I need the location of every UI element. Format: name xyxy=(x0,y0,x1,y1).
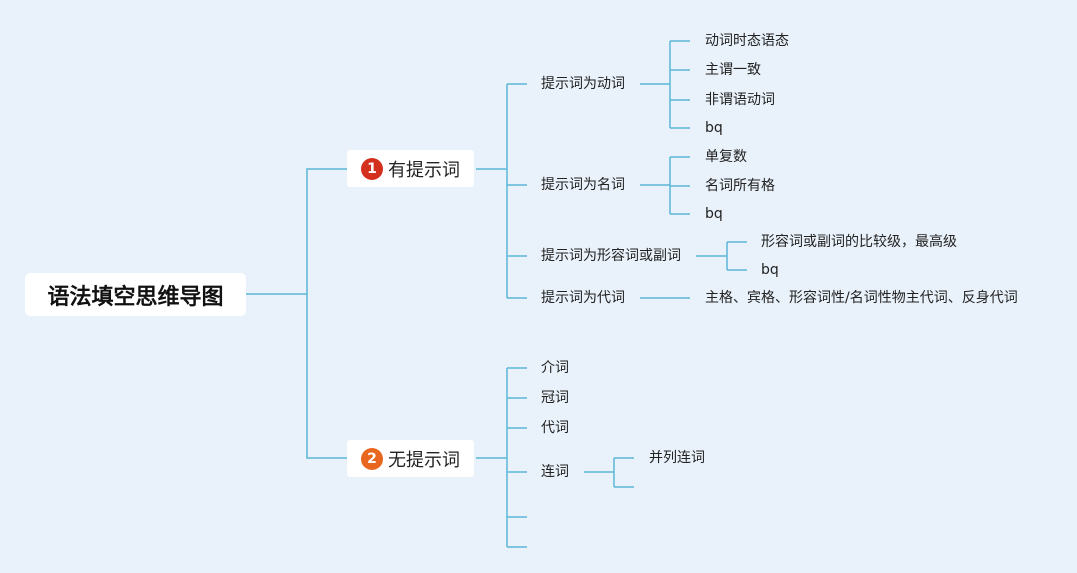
number-2-badge-icon: 2 xyxy=(361,447,383,470)
root-title: 语法填空思维导图 xyxy=(47,284,224,310)
branch-1-node[interactable]: 1 有提示词 xyxy=(347,150,474,187)
topic-noun[interactable]: 提示词为名词 xyxy=(541,177,625,193)
topic-article[interactable]: 冠词 xyxy=(541,390,569,406)
subtopic-verb-bq[interactable]: bq xyxy=(705,120,723,136)
subtopic-subject-verb-agreement[interactable]: 主谓一致 xyxy=(705,62,761,78)
topic-verb[interactable]: 提示词为动词 xyxy=(541,76,625,92)
branch-1-label: 有提示词 xyxy=(388,159,460,181)
topic-preposition[interactable]: 介词 xyxy=(541,360,569,376)
number-1-badge-icon: 1 xyxy=(361,157,383,180)
subtopic-tense-voice[interactable]: 动词时态语态 xyxy=(705,33,789,49)
branch-2-node[interactable]: 2 无提示词 xyxy=(347,440,474,477)
topic-conjunction[interactable]: 连词 xyxy=(541,464,569,480)
root-to-branch2-line xyxy=(306,294,347,459)
topic-adj-adv[interactable]: 提示词为形容词或副词 xyxy=(541,248,681,264)
topic-pronoun-hint[interactable]: 提示词为代词 xyxy=(541,290,625,306)
subtopic-comparative-superlative[interactable]: 形容词或副词的比较级，最高级 xyxy=(761,234,957,250)
subtopic-pronoun-forms[interactable]: 主格、宾格、形容词性/名词性物主代词、反身代词 xyxy=(705,290,1018,306)
subtopic-possessive[interactable]: 名词所有格 xyxy=(705,178,775,194)
branch-2-label: 无提示词 xyxy=(388,449,460,471)
subtopic-non-finite-verbs[interactable]: 非谓语动词 xyxy=(705,92,775,108)
subtopic-noun-bq[interactable]: bq xyxy=(705,206,723,222)
topic-pronoun[interactable]: 代词 xyxy=(541,420,569,436)
subtopic-adj-bq[interactable]: bq xyxy=(761,262,779,278)
subtopic-singular-plural[interactable]: 单复数 xyxy=(705,149,747,165)
root-to-branch1-line xyxy=(246,168,347,295)
subtopic-coordinating-conjunction[interactable]: 并列连词 xyxy=(649,450,705,466)
root-node[interactable]: 语法填空思维导图 xyxy=(25,273,246,316)
